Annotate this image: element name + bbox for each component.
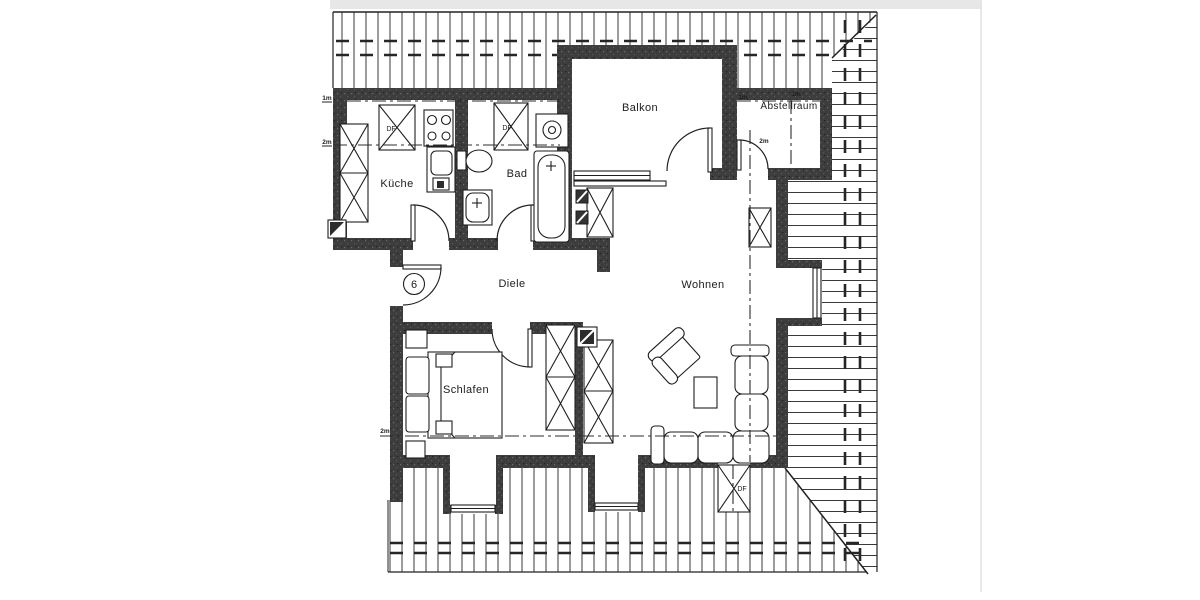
wall-niche-north bbox=[776, 260, 822, 268]
wall-living-west-stub bbox=[597, 238, 610, 272]
wall-balcony-east bbox=[722, 45, 737, 180]
living-closet bbox=[583, 339, 614, 444]
wall-kitchen-bath-divider bbox=[455, 100, 468, 250]
wall-storage-north bbox=[737, 88, 832, 100]
roof-hatch-bottom bbox=[388, 468, 866, 572]
storage-door bbox=[736, 139, 769, 171]
wall-balcony-north bbox=[557, 45, 737, 59]
kitchen-door bbox=[410, 204, 450, 242]
kitchen-tall-cabinet bbox=[339, 123, 369, 223]
radiator-valve-1 bbox=[575, 189, 589, 204]
kitchen-roof-window-label: DF bbox=[386, 126, 395, 133]
mark-1m-west: 1m bbox=[322, 95, 332, 102]
nightstand-2 bbox=[405, 440, 426, 459]
hall-label: Diele bbox=[498, 278, 525, 290]
entrance-number-badge: 6 bbox=[402, 272, 426, 296]
nightstand-1 bbox=[405, 329, 428, 349]
coffee-table bbox=[693, 376, 718, 409]
wall-hall-west-b bbox=[390, 306, 403, 502]
stove bbox=[423, 109, 454, 147]
wall-hall-west-a bbox=[390, 248, 403, 267]
roof-hip-bottom-right bbox=[784, 467, 869, 575]
balcony-label: Balkon bbox=[622, 102, 658, 114]
wall-dormer1-sill-right bbox=[495, 505, 503, 514]
kitchen-label: Küche bbox=[380, 178, 413, 190]
balcony-door bbox=[666, 127, 713, 173]
bath-label: Bad bbox=[507, 168, 528, 180]
wall-bedroom-south bbox=[390, 455, 443, 468]
wall-bedroom-living-divider bbox=[575, 334, 583, 468]
mark-2m-west: 2m bbox=[322, 139, 332, 146]
bath-roof-window-box bbox=[493, 102, 529, 151]
roof-hatch-right bbox=[785, 16, 877, 577]
fixtures bbox=[327, 102, 772, 513]
bottom-roof-window-box bbox=[717, 464, 751, 513]
windows bbox=[450, 170, 822, 513]
kitchen-chimney bbox=[327, 219, 347, 239]
bath-sink bbox=[462, 189, 493, 226]
wall-dormer2-west bbox=[588, 455, 595, 512]
roof-hatching bbox=[332, 11, 878, 577]
mark-2m-east: 2m bbox=[759, 138, 769, 145]
scan-artifacts bbox=[330, 0, 982, 592]
radiator-valve-2 bbox=[575, 210, 589, 225]
corner-sofa bbox=[650, 344, 770, 465]
doors bbox=[402, 127, 769, 368]
toilet bbox=[456, 149, 493, 173]
wall-balcony-door-jamb bbox=[710, 168, 737, 180]
entry-door bbox=[402, 264, 442, 306]
pillow-2 bbox=[405, 395, 430, 433]
wall-dormer1-east bbox=[496, 455, 503, 514]
wall-dormer2-sill-right bbox=[638, 503, 645, 512]
wall-dormer1-west bbox=[443, 455, 450, 514]
mark-1m-east: 1m bbox=[791, 91, 801, 98]
scan-edge-top bbox=[330, 0, 982, 9]
bath-roof-window-label: DF bbox=[502, 125, 511, 132]
pillow-1 bbox=[405, 356, 430, 395]
roof-height-lines bbox=[333, 100, 820, 515]
wall-east-lower bbox=[776, 326, 788, 468]
roof-hip-top-right bbox=[831, 14, 877, 59]
hall-chimney bbox=[576, 326, 598, 348]
bathtub bbox=[533, 150, 570, 243]
entrance-door-number: 6 bbox=[411, 279, 417, 291]
living-label: Wohnen bbox=[681, 279, 724, 291]
dormer2-window bbox=[594, 502, 639, 511]
wall-kitchen-south-a bbox=[333, 238, 413, 250]
wall-storage-east bbox=[820, 88, 832, 180]
armchair bbox=[647, 327, 701, 385]
bed bbox=[427, 351, 503, 439]
wall-dormer2-east bbox=[638, 455, 645, 512]
kitchen-roof-window-box bbox=[378, 104, 416, 151]
bottom-roof-window-label: DF bbox=[737, 486, 746, 493]
wall-east-upper bbox=[776, 172, 788, 268]
living-roof-window-box bbox=[748, 207, 772, 248]
wall-niche-south bbox=[776, 318, 822, 326]
roof-hatch-top bbox=[333, 12, 877, 88]
wall-dormer2-sill-left bbox=[588, 503, 595, 512]
living-wardrobe-north bbox=[586, 187, 614, 238]
storage-label: Abstellraum bbox=[760, 101, 817, 112]
mark-2m-south: 2m bbox=[380, 428, 390, 435]
bedroom-label: Schlafen bbox=[443, 384, 489, 396]
wall-south-mid bbox=[496, 455, 595, 468]
living-east-window bbox=[812, 267, 822, 319]
labels: Küche Bad Balkon Abstellraum Diele Wohne… bbox=[322, 91, 817, 493]
dormer1-window bbox=[450, 504, 496, 513]
wall-north bbox=[333, 88, 571, 100]
washing-machine bbox=[535, 113, 569, 148]
kitchen-sink-unit bbox=[426, 146, 456, 193]
wall-dormer1-sill-left bbox=[443, 505, 451, 514]
mark-1m-storage: 1m bbox=[738, 94, 748, 101]
balcony-window bbox=[573, 170, 667, 187]
bedroom-door bbox=[491, 328, 533, 368]
hall-closet bbox=[545, 324, 576, 431]
